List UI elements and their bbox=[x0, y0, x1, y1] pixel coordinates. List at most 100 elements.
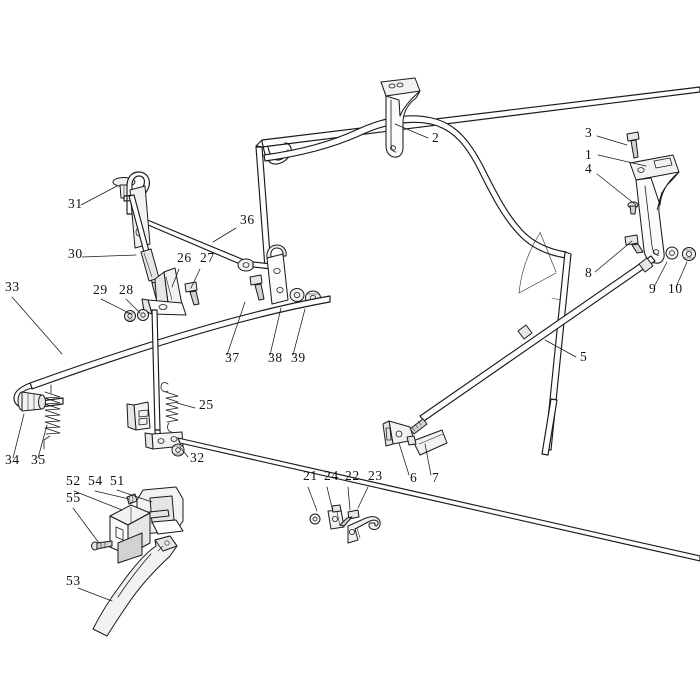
wedge-7-body bbox=[412, 429, 448, 456]
callout-number-8[interactable]: 8 bbox=[585, 265, 592, 280]
block-52-foot bbox=[117, 532, 143, 564]
pedal-53-pad-edge bbox=[117, 553, 152, 598]
nut-29 bbox=[124, 310, 136, 322]
callout-leader-28 bbox=[125, 298, 141, 314]
callout-number-39[interactable]: 39 bbox=[291, 350, 306, 365]
callout-number-30[interactable]: 30 bbox=[68, 246, 83, 261]
bracket-2-top-plate-edge bbox=[380, 81, 387, 97]
bracket-2-pivot-hole bbox=[389, 145, 396, 151]
rod-junction-hole-b bbox=[170, 436, 178, 442]
callout-leader-8 bbox=[594, 240, 633, 273]
hook-bracket-hole-a bbox=[273, 267, 281, 274]
callout-number-55[interactable]: 55 bbox=[66, 490, 81, 505]
callout-number-32[interactable]: 32 bbox=[190, 450, 205, 465]
callout-number-37[interactable]: 37 bbox=[225, 350, 240, 365]
callout-leader-5 bbox=[544, 339, 577, 358]
link-rod-30-barrel-line bbox=[143, 252, 153, 278]
frame-inner-panel-line-3 bbox=[518, 272, 557, 294]
bolt-8-shank bbox=[631, 243, 644, 254]
callout-number-7[interactable]: 7 bbox=[432, 470, 439, 485]
callout-number-36[interactable]: 36 bbox=[240, 212, 255, 227]
washer-28-outer bbox=[137, 309, 149, 321]
spring-35-coils bbox=[44, 391, 61, 435]
callout-number-38[interactable]: 38 bbox=[268, 350, 283, 365]
callout-leader-34 bbox=[12, 413, 25, 459]
spring-25 bbox=[160, 382, 179, 433]
bolt-27 bbox=[184, 281, 200, 306]
washer-9-outer bbox=[665, 246, 679, 260]
callout-leader-9 bbox=[653, 261, 668, 288]
callout-leader-37 bbox=[226, 301, 246, 356]
bracket-2-hole-b bbox=[396, 82, 404, 88]
callout-leader-10 bbox=[675, 261, 688, 288]
callout-number-21[interactable]: 21 bbox=[303, 468, 318, 483]
hook-bracket bbox=[266, 244, 289, 305]
callout-number-53[interactable]: 53 bbox=[66, 573, 81, 588]
nut-32-flats bbox=[172, 445, 184, 455]
callout-number-1[interactable]: 1 bbox=[585, 147, 592, 162]
pedal-53-rib bbox=[157, 545, 164, 552]
nut-32 bbox=[171, 443, 185, 457]
callout-number-29[interactable]: 29 bbox=[93, 282, 108, 297]
callout-leader-31 bbox=[80, 185, 118, 206]
bolt-55-threads bbox=[100, 541, 106, 549]
washer-28 bbox=[137, 309, 149, 321]
callout-leader-23 bbox=[357, 486, 369, 509]
callout-leader-35 bbox=[37, 424, 48, 459]
callout-number-9[interactable]: 9 bbox=[649, 281, 656, 296]
bracket-1-pivot-hole bbox=[652, 249, 660, 255]
callout-number-26[interactable]: 26 bbox=[177, 250, 192, 265]
pedal-53-pivot-hole bbox=[164, 540, 170, 546]
callout-number-28[interactable]: 28 bbox=[119, 282, 134, 297]
callout-number-22[interactable]: 22 bbox=[345, 468, 360, 483]
callout-leader-30 bbox=[81, 254, 137, 258]
washer-28-hole bbox=[140, 312, 146, 318]
callout-number-4[interactable]: 4 bbox=[585, 161, 592, 176]
callout-leader-39 bbox=[292, 308, 306, 356]
callout-number-54[interactable]: 54 bbox=[88, 473, 103, 488]
block-52-slot bbox=[115, 526, 124, 541]
mount-block-52 bbox=[109, 504, 151, 564]
nut-10-flats bbox=[683, 249, 695, 259]
pedal-53-body bbox=[92, 535, 178, 637]
callout-number-5[interactable]: 5 bbox=[580, 349, 587, 364]
callout-number-2[interactable]: 2 bbox=[432, 130, 439, 145]
bracket-1-inner-line-2 bbox=[656, 191, 663, 211]
frame-right-leg-lower bbox=[541, 398, 558, 456]
rod-junction-hole-a bbox=[157, 438, 165, 444]
callout-leader-25 bbox=[176, 402, 196, 409]
nut-10-hole bbox=[686, 250, 693, 257]
frame-inner-panel-line-4 bbox=[551, 297, 561, 301]
collar-24-bore bbox=[331, 516, 338, 523]
return-rod-33-assembly bbox=[13, 295, 331, 450]
bolt-37-head bbox=[249, 274, 263, 286]
bolt-3-shank bbox=[630, 139, 639, 159]
callout-number-52[interactable]: 52 bbox=[66, 473, 81, 488]
callout-number-25[interactable]: 25 bbox=[199, 397, 214, 412]
callout-number-33[interactable]: 33 bbox=[5, 279, 20, 294]
callout-leader-29 bbox=[100, 298, 132, 315]
rod-36-collar-hole bbox=[242, 262, 250, 268]
bracket-2-hole-a bbox=[388, 83, 396, 89]
callout-number-23[interactable]: 23 bbox=[368, 468, 383, 483]
bracket-2-arm bbox=[385, 90, 421, 158]
bolt-22-shank bbox=[339, 516, 353, 527]
latch-51-lower-arm bbox=[151, 519, 184, 535]
bolt-8-head bbox=[624, 234, 639, 246]
callout-number-51[interactable]: 51 bbox=[110, 473, 125, 488]
callout-number-35[interactable]: 35 bbox=[31, 452, 46, 467]
callout-number-24[interactable]: 24 bbox=[324, 468, 339, 483]
bracket-1-group bbox=[624, 131, 696, 264]
bracket-1-hole-a bbox=[637, 167, 645, 173]
washer-21-rod bbox=[309, 513, 321, 525]
callout-number-3[interactable]: 3 bbox=[585, 125, 592, 140]
callout-number-34[interactable]: 34 bbox=[5, 452, 20, 467]
callout-number-31[interactable]: 31 bbox=[68, 196, 83, 211]
callout-number-27[interactable]: 27 bbox=[200, 250, 215, 265]
callout-number-6[interactable]: 6 bbox=[410, 470, 417, 485]
lever-23 bbox=[347, 516, 381, 544]
callout-number-10[interactable]: 10 bbox=[668, 281, 683, 296]
